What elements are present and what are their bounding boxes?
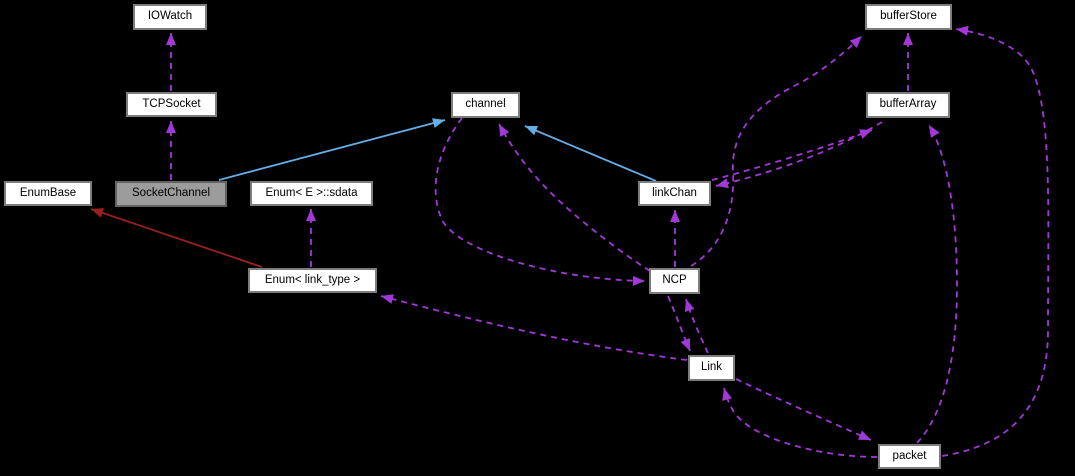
node-bufferarray[interactable]: bufferArray	[866, 92, 950, 118]
edge-bufferarray-to-linkchan	[715, 121, 883, 189]
edge-packet-to-bufferarray	[916, 124, 958, 444]
edge-packet-to-link	[722, 387, 878, 458]
node-enum-link-type[interactable]: Enum< link_type >	[248, 268, 377, 293]
edge-link-to-ncp	[684, 298, 709, 354]
node-ncp[interactable]: NCP	[649, 268, 700, 294]
edge-socketchannel-to-channel-inherit	[218, 118, 446, 181]
edge-enumlinktype-to-enumbase-inherit	[90, 208, 263, 268]
node-channel[interactable]: channel	[451, 92, 520, 118]
edge-ncp-to-bufferstore	[690, 35, 863, 267]
edge-channel-to-ncp	[434, 117, 646, 286]
node-tcpsocket[interactable]: TCPSocket	[126, 92, 217, 117]
edge-packet-to-bufferstore	[941, 25, 1050, 457]
edge-link-to-enumlinktype	[380, 294, 688, 361]
node-linkchan[interactable]: linkChan	[638, 181, 711, 206]
node-bufferstore[interactable]: bufferStore	[865, 4, 952, 30]
edge-linkchan-to-bufferarray	[711, 129, 873, 181]
edge-ncp-to-link	[667, 295, 691, 352]
node-iowatch[interactable]: IOWatch	[133, 4, 207, 30]
node-packet[interactable]: packet	[878, 444, 941, 469]
edge-linkchan-to-channel-inherit	[524, 125, 657, 182]
node-enum-sdata[interactable]: Enum< E >::sdata	[250, 181, 373, 206]
node-link[interactable]: Link	[688, 355, 735, 381]
node-enumbase[interactable]: EnumBase	[4, 181, 92, 206]
node-socketchannel: SocketChannel	[115, 181, 227, 207]
